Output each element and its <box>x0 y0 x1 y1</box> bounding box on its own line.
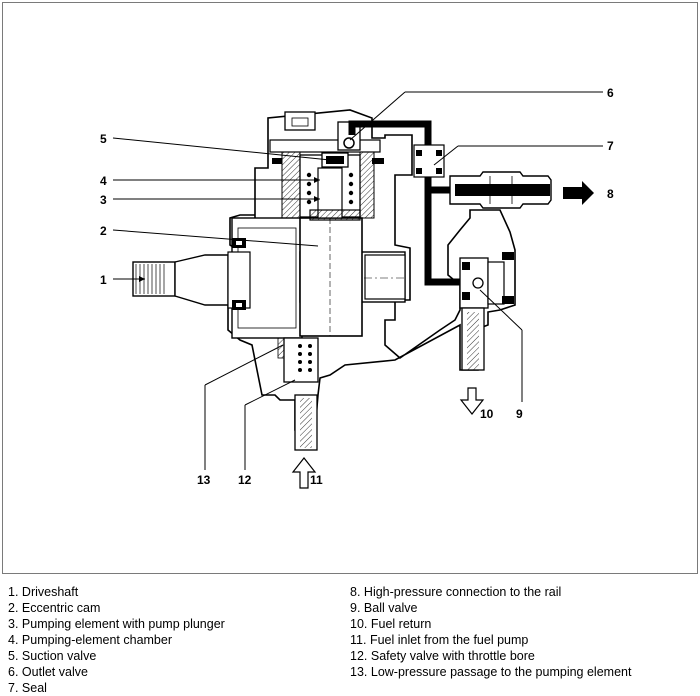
callout-6: 6 <box>607 86 614 100</box>
arrow-11 <box>291 457 317 489</box>
high-pressure-line <box>348 120 470 286</box>
callout-9: 9 <box>516 407 523 421</box>
hp-connection <box>449 171 552 209</box>
legend-item-12: 12. Safety valve with throttle bore <box>350 649 535 663</box>
callout-3: 3 <box>100 193 107 207</box>
legend-item-11: 11. Fuel inlet from the fuel pump <box>350 633 529 647</box>
legend-left: 1. Driveshaft 2. Eccentric cam 3. Pumpin… <box>8 584 225 696</box>
legend-item-13: 13. Low-pressure passage to the pumping … <box>350 665 632 679</box>
leader-arrowheads <box>139 177 320 282</box>
legend-item-9: 9. Ball valve <box>350 601 418 615</box>
callout-13: 13 <box>197 473 211 487</box>
callout-7: 7 <box>607 139 614 153</box>
callout-2: 2 <box>100 224 107 238</box>
callout-11: 11 <box>310 473 323 487</box>
legend-right: 8. High-pressure connection to the rail … <box>350 584 631 680</box>
fuel-inlet-pipe <box>294 394 318 451</box>
callout-5: 5 <box>100 132 107 146</box>
fuel-pump-diagram: 1 2 3 4 5 6 7 8 9 10 11 12 13 <box>100 86 614 489</box>
fuel-return-outlet <box>461 307 485 371</box>
arrow-8 <box>563 181 594 205</box>
legend-item-3: 3. Pumping element with pump plunger <box>8 617 225 631</box>
pumping-element <box>281 147 375 221</box>
callout-10: 10 <box>480 407 494 421</box>
suction-valve <box>321 152 349 168</box>
legend-item-7: 7. Seal <box>8 681 47 695</box>
leader-lines <box>112 91 603 470</box>
legend-item-5: 5. Suction valve <box>8 649 97 663</box>
callout-12: 12 <box>238 473 252 487</box>
legend-item-8: 8. High-pressure connection to the rail <box>350 585 562 599</box>
legend-item-10: 10. Fuel return <box>350 617 432 631</box>
eccentric-cam <box>299 217 363 337</box>
arrow-10 <box>459 387 485 415</box>
legend-item-1: 1. Driveshaft <box>8 585 79 599</box>
callout-4: 4 <box>100 174 107 188</box>
callout-8: 8 <box>607 187 614 201</box>
ball-valve <box>459 252 514 309</box>
legend-item-2: 2. Eccentric cam <box>8 601 101 615</box>
safety-valve <box>277 337 319 383</box>
hp-seal <box>413 144 445 178</box>
legend-item-6: 6. Outlet valve <box>8 665 88 679</box>
callout-1: 1 <box>100 273 107 287</box>
legend-item-4: 4. Pumping-element chamber <box>8 633 172 647</box>
shaft-seals <box>232 238 246 310</box>
